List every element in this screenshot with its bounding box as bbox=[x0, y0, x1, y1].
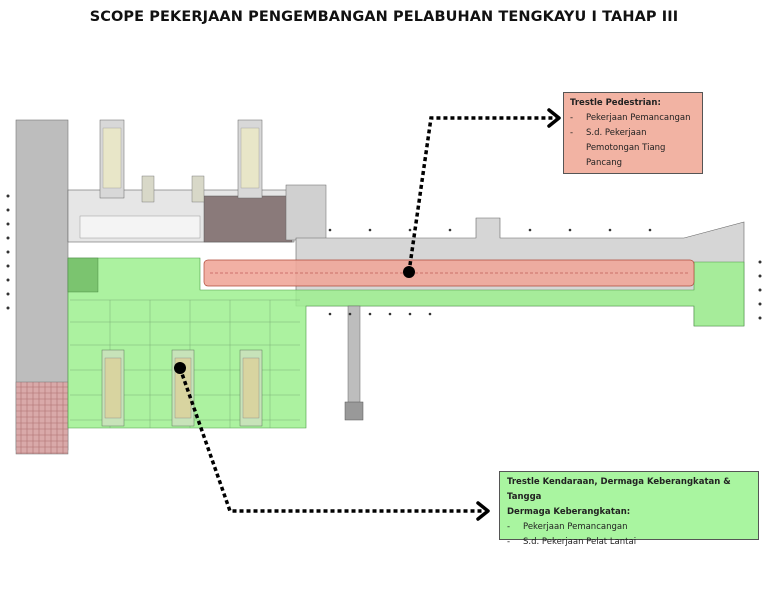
vehicle-marker bbox=[174, 362, 186, 374]
pier bbox=[347, 305, 361, 407]
vehicle-pointer bbox=[178, 367, 484, 513]
vehicle-callout-heading-2: Dermaga Keberangkatan: bbox=[507, 507, 631, 517]
vehicle-callout-item: - S.d. Pekerjaan Pelat Lantai bbox=[507, 535, 751, 550]
vehicle-callout-item: - Pekerjaan Pemancangan bbox=[507, 520, 751, 535]
bullet-dash: - bbox=[507, 537, 511, 547]
vehicle-trestle-zone bbox=[67, 257, 745, 429]
lower-gangways bbox=[101, 349, 263, 427]
vehicle-callout-heading: Trestle Kendaraan, Dermaga Keberangkatan… bbox=[507, 477, 731, 502]
item-text: S.d. Pekerjaan Pemotongan Tiang Pancang bbox=[586, 128, 666, 168]
pedestrian-callout-item: - Pekerjaan Pemancangan bbox=[570, 111, 696, 126]
pedestrian-callout: Trestle Pedestrian: - Pekerjaan Pemancan… bbox=[563, 92, 703, 174]
pile-markers bbox=[328, 228, 652, 316]
gangway-towers bbox=[99, 119, 263, 203]
bullet-dash: - bbox=[507, 522, 511, 532]
item-text: Pekerjaan Pemancangan bbox=[523, 522, 628, 532]
vehicle-callout: Trestle Kendaraan, Dermaga Keberangkatan… bbox=[499, 471, 759, 547]
terminal-wing bbox=[203, 195, 293, 243]
hatched-area bbox=[15, 381, 69, 455]
grid-markers bbox=[6, 194, 762, 320]
pedestrian-trestle-zone bbox=[203, 259, 695, 287]
page-title: SCOPE PEKERJAAN PENGEMBANGAN PELABUHAN T… bbox=[89, 9, 679, 25]
bullet-dash: - bbox=[570, 128, 574, 138]
pedestrian-pointer bbox=[407, 116, 556, 273]
pedestrian-marker bbox=[403, 266, 415, 278]
item-text: S.d. Pekerjaan Pelat Lantai bbox=[523, 537, 637, 547]
bullet-dash: - bbox=[570, 113, 574, 123]
item-text: Pekerjaan Pemancangan bbox=[586, 113, 691, 123]
pedestrian-callout-item: - S.d. Pekerjaan Pemotongan Tiang Pancan… bbox=[570, 126, 696, 171]
pedestrian-callout-heading: Trestle Pedestrian: bbox=[570, 98, 661, 108]
